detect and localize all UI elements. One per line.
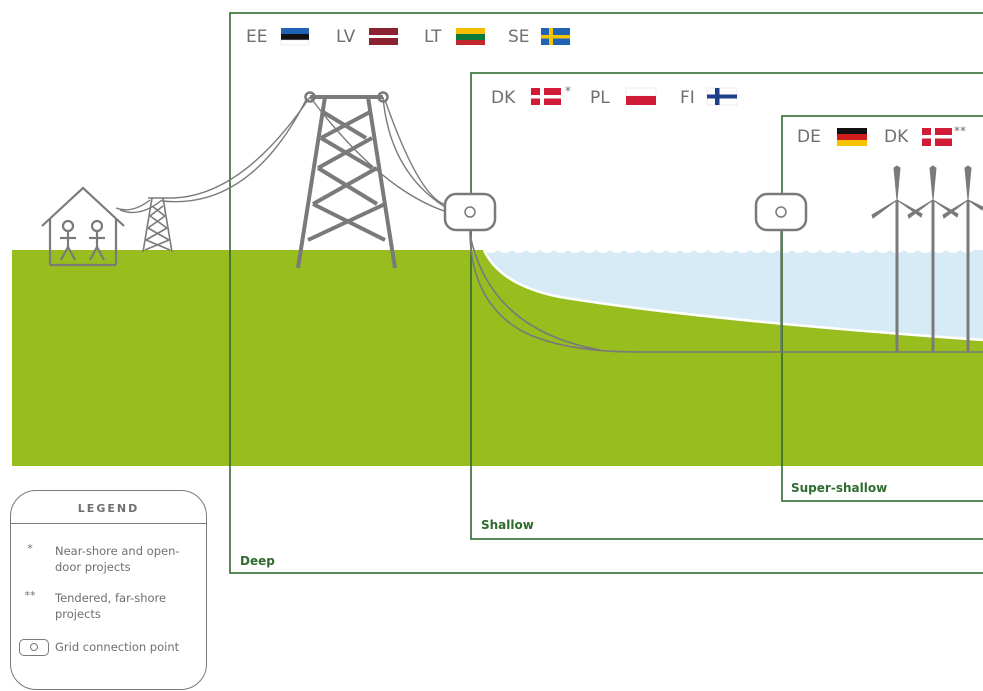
country-code-pl: PL xyxy=(590,88,610,108)
super-shallow-zone-frame xyxy=(781,115,983,502)
wind-turbine-3 xyxy=(942,165,983,352)
flag-germany-icon xyxy=(837,128,867,146)
flag-lithuania-icon xyxy=(456,28,485,45)
flag-sweden-icon xyxy=(541,28,570,45)
house-icon xyxy=(41,186,125,267)
country-code-fi: FI xyxy=(680,88,695,108)
country-code-ee: EE xyxy=(246,27,268,47)
country-code-se: SE xyxy=(508,27,530,47)
flag-estonia-icon xyxy=(280,28,310,46)
legend: LEGEND * Near-shore and open-door projec… xyxy=(10,490,207,690)
country-code-lv: LV xyxy=(336,27,356,47)
zone-label-deep: Deep xyxy=(240,554,275,568)
transmission-tower-icon xyxy=(296,91,397,269)
country-code-dk: DK xyxy=(491,88,516,108)
sea-water xyxy=(484,250,983,340)
country-code-dk: DK xyxy=(884,127,909,147)
legend-mark-double-asterisk: ** xyxy=(24,589,36,602)
legend-title: LEGEND xyxy=(77,502,140,515)
flag-poland-icon xyxy=(625,87,657,105)
country-mark-dk: * xyxy=(565,84,571,98)
seabed-edge xyxy=(482,249,983,342)
small-pylon-icon xyxy=(142,197,173,253)
flag-finland-icon xyxy=(706,87,738,106)
zone-label-super-shallow: Super-shallow xyxy=(791,481,888,495)
grid-connection-point-2 xyxy=(754,192,808,232)
flag-denmark-icon xyxy=(922,128,952,146)
shallow-zone-frame xyxy=(470,72,983,540)
country-code-lt: LT xyxy=(424,27,442,47)
sea-waves xyxy=(484,246,983,253)
country-mark-dk: ** xyxy=(954,124,966,138)
flag-denmark-icon xyxy=(531,88,561,105)
deep-zone-frame xyxy=(229,12,983,574)
subsea-cables xyxy=(469,229,983,353)
legend-text-far-shore: Tendered, far-shore projects xyxy=(55,591,167,621)
legend-divider xyxy=(11,523,206,524)
zone-label-shallow: Shallow xyxy=(481,518,534,532)
country-code-de: DE xyxy=(797,127,821,147)
legend-text-grid-connection: Grid connection point xyxy=(55,640,180,654)
flag-latvia-icon xyxy=(369,28,398,45)
legend-text-near-shore: Near-shore and open-door projects xyxy=(55,544,180,574)
legend-mark-single-asterisk: * xyxy=(27,542,33,555)
grid-connection-point-1 xyxy=(443,192,497,232)
power-lines xyxy=(115,96,451,214)
grid-connection-icon xyxy=(19,639,49,656)
